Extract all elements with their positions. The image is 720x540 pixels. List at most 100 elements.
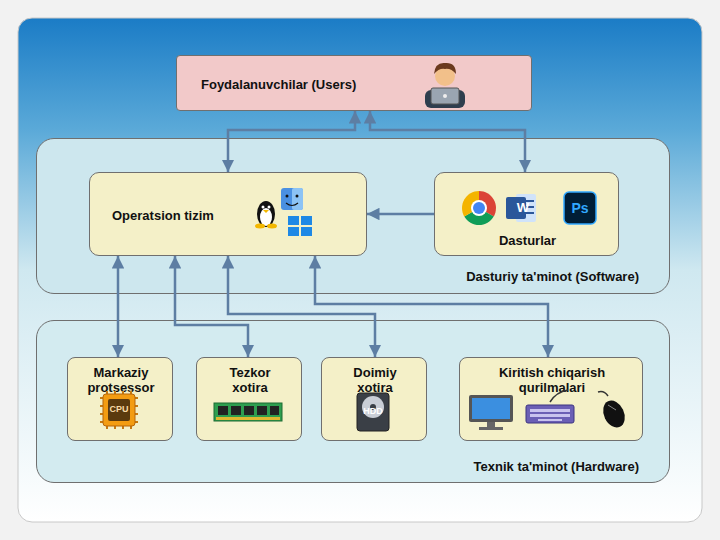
keyboard-icon (550, 390, 568, 402)
connector-arrow (175, 256, 248, 357)
cpu-icon (100, 421, 138, 423)
programs-box: Dasturlar (434, 172, 619, 256)
chrome-icon (462, 191, 479, 217)
background-panel (18, 18, 702, 522)
cpu-icon (114, 391, 116, 429)
connector-arrow (228, 256, 375, 357)
icon-letter: W (516, 200, 530, 215)
box-label: Kiritish chiqarish qurilmalari (482, 365, 622, 395)
keyboard-icon (526, 390, 574, 423)
connector-arrow (367, 213, 434, 216)
hdd-icon (357, 393, 389, 431)
word-icon (506, 194, 536, 222)
drive-label: HDD (356, 406, 390, 416)
word-icon (522, 200, 534, 202)
os-box: Operatsion tizim (89, 172, 367, 256)
user-icon (431, 88, 459, 104)
cpu-icon (100, 391, 138, 429)
word-icon (506, 197, 526, 219)
hdd-icon (370, 404, 376, 410)
monitor-icon (487, 422, 495, 427)
word-icon (522, 212, 534, 214)
linux-icon (263, 210, 269, 213)
monitor-icon (469, 395, 513, 422)
keyboard-icon (530, 409, 570, 412)
cpu-box: Markaziy protsessor (67, 357, 173, 441)
keyboard-icon (538, 419, 562, 421)
windows-icon (288, 216, 299, 225)
box-label: Foydalanuvchilar (Users) (201, 77, 356, 92)
cpu-icon (106, 391, 108, 429)
keyboard-icon (530, 414, 570, 417)
linux-icon (255, 224, 265, 229)
photoshop-icon (564, 192, 596, 224)
chrome-icon (471, 200, 487, 216)
software-band: Operatsion tizimDasturlarDasturiy ta'min… (36, 138, 670, 294)
ram-icon (214, 403, 282, 421)
chrome-icon (473, 202, 485, 214)
cpu-icon (100, 413, 138, 415)
cpu-icon (122, 391, 124, 429)
mac-icon (292, 188, 303, 210)
mouse-icon (598, 392, 629, 431)
cpu-icon (130, 391, 132, 429)
ram-icon (231, 406, 241, 415)
connector-arrow (370, 111, 525, 172)
box-label: Markaziy protsessor (81, 365, 161, 395)
windows-icon (301, 227, 312, 236)
chip-label: CPU (104, 404, 134, 414)
cpu-icon (100, 391, 138, 429)
mouse-icon (599, 397, 629, 431)
windows-icon (301, 216, 312, 225)
photoshop-icon (564, 192, 596, 224)
linux-icon (268, 206, 271, 209)
ram-icon (270, 406, 279, 415)
mouse-icon (598, 392, 608, 397)
linux-icon (262, 206, 265, 209)
mac-icon (286, 203, 298, 206)
user-icon (425, 90, 465, 108)
linux-icon (267, 224, 277, 229)
mac-icon (281, 188, 303, 210)
box-label: Tezkor xotira (215, 365, 285, 395)
cpu-icon (100, 397, 138, 399)
io-box: Kiritish chiqarish qurilmalari (459, 357, 643, 441)
ram-icon (216, 417, 280, 420)
connector-arrow (117, 256, 120, 357)
ram-box: Tezkor xotira (196, 357, 302, 441)
windows-icon (288, 216, 312, 236)
ram-icon (244, 406, 254, 415)
ram-icon (214, 403, 282, 421)
chrome-icon (462, 191, 496, 225)
linux-icon (255, 201, 277, 229)
box-label: Dasturlar (435, 233, 620, 248)
user-icon (435, 66, 455, 86)
mac-icon (281, 188, 303, 210)
cpu-icon (108, 399, 130, 421)
mac-icon (296, 195, 299, 198)
chrome-icon (479, 191, 496, 217)
mouse-icon (608, 405, 616, 410)
cpu-icon (100, 405, 138, 407)
chrome-icon (464, 208, 493, 225)
band-title: Texnik ta'minot (Hardware) (474, 459, 639, 474)
users-box: Foydalanuvchilar (Users) (176, 55, 532, 111)
user-icon (434, 63, 456, 74)
monitor-icon (472, 398, 510, 419)
keyboard-icon (526, 405, 574, 423)
mac-icon (286, 195, 289, 198)
hardware-band: Markaziy protsessor Tezkor xotira Doimiy x… (36, 320, 670, 483)
box-label: Doimiy xotira (340, 365, 410, 395)
storage-box: Doimiy xotira (321, 357, 427, 441)
icon-letter: Ps (568, 200, 592, 216)
ram-icon (257, 406, 267, 415)
cpu-icon (103, 394, 135, 426)
monitor-icon (469, 395, 513, 430)
connector-arrow (228, 111, 355, 172)
linux-icon (260, 208, 272, 226)
